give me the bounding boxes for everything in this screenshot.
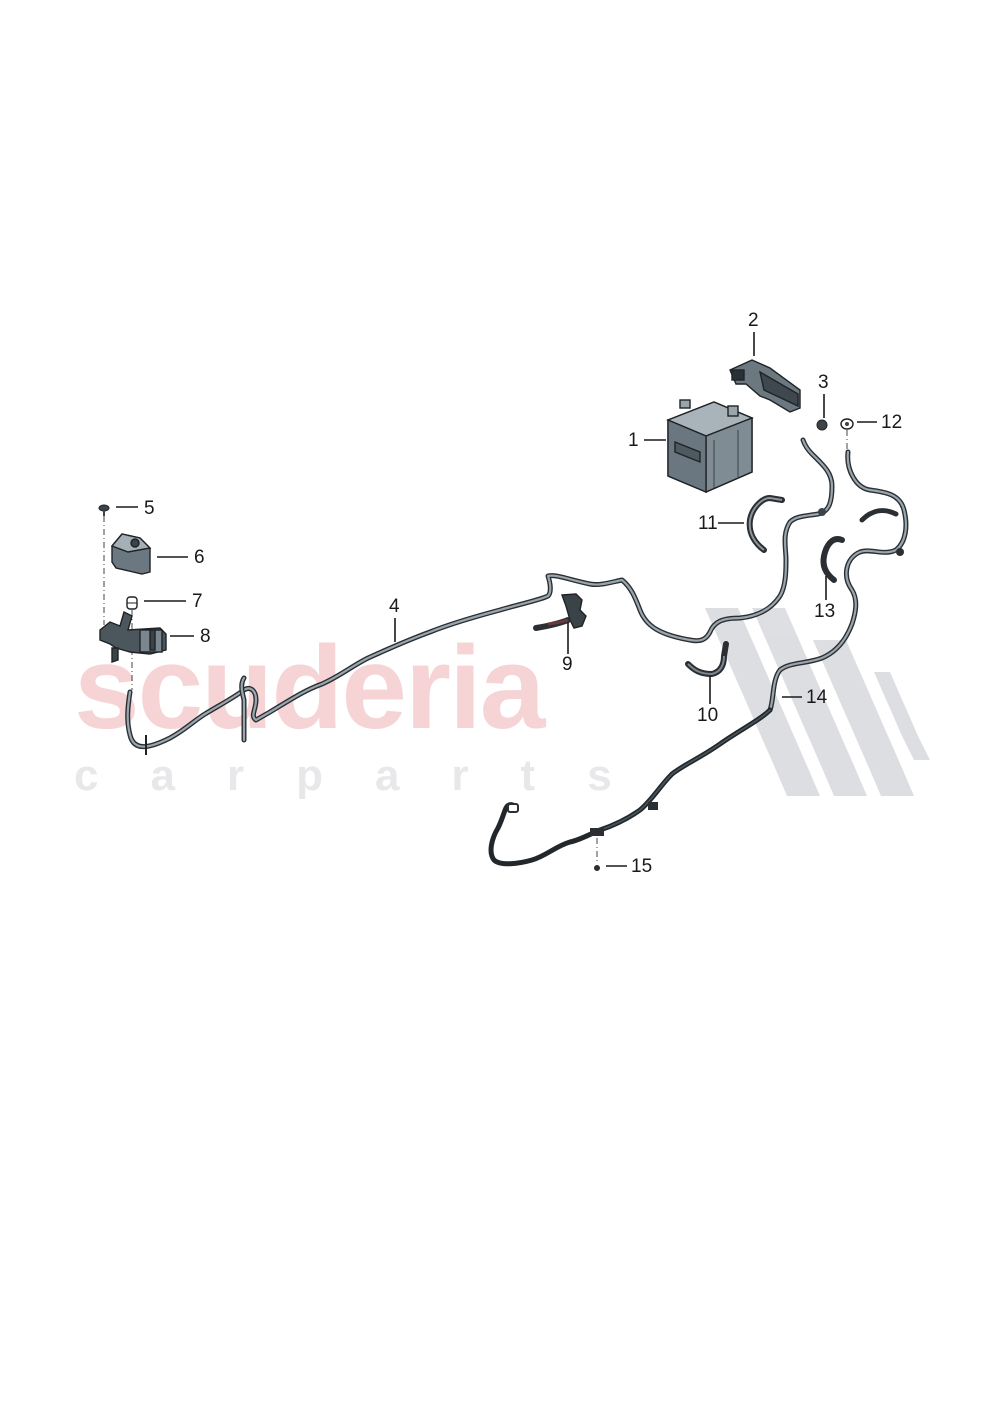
screw-part-15 <box>594 838 600 871</box>
bracket-part <box>99 610 167 663</box>
watermark-checker-flag <box>705 608 930 796</box>
callout-5[interactable]: 5 <box>116 498 155 519</box>
nut-part-3 <box>816 419 828 431</box>
callout-12[interactable]: 12 <box>857 412 902 433</box>
callout-15[interactable]: 15 <box>606 856 652 877</box>
nut-part-7 <box>126 596 138 610</box>
callout-3[interactable]: 3 <box>818 372 829 418</box>
svg-text:14: 14 <box>806 687 828 708</box>
terminal-cover-part <box>729 359 801 413</box>
cable-holder-part-11 <box>746 494 785 553</box>
svg-text:13: 13 <box>814 601 835 622</box>
svg-text:12: 12 <box>881 412 902 433</box>
watermark-tagline: carparts <box>74 751 664 800</box>
callout-6[interactable]: 6 <box>157 547 205 568</box>
callout-1[interactable]: 1 <box>628 430 666 451</box>
callout-8[interactable]: 8 <box>170 626 211 647</box>
svg-text:11: 11 <box>698 513 718 534</box>
svg-text:7: 7 <box>192 591 203 612</box>
callout-9[interactable]: 9 <box>562 622 573 675</box>
svg-text:15: 15 <box>631 856 652 877</box>
svg-text:4: 4 <box>389 596 400 617</box>
svg-text:9: 9 <box>562 654 573 675</box>
callout-7[interactable]: 7 <box>144 591 203 612</box>
svg-text:6: 6 <box>194 547 205 568</box>
callout-2[interactable]: 2 <box>748 310 759 356</box>
battery-part <box>666 399 754 494</box>
svg-text:5: 5 <box>144 498 155 519</box>
callout-11[interactable]: 11 <box>698 513 744 534</box>
svg-text:10: 10 <box>697 705 718 726</box>
nut-part-12 <box>840 418 854 450</box>
callout-14[interactable]: 14 <box>782 687 828 708</box>
svg-text:1: 1 <box>628 430 639 451</box>
cover-cap-part <box>110 533 152 575</box>
cable-holder-part-13 <box>820 536 845 583</box>
callout-13[interactable]: 13 <box>814 576 835 622</box>
cable-holder-part-10 <box>685 641 729 678</box>
svg-text:3: 3 <box>818 372 829 393</box>
screw-part-5 <box>98 504 110 516</box>
callout-10[interactable]: 10 <box>697 676 718 726</box>
svg-text:2: 2 <box>748 310 759 331</box>
ground-cable <box>488 449 909 867</box>
callout-4[interactable]: 4 <box>389 596 400 642</box>
cable-holder-part-9 <box>533 593 587 631</box>
battery-cable-long <box>125 437 835 755</box>
svg-text:8: 8 <box>200 626 211 647</box>
